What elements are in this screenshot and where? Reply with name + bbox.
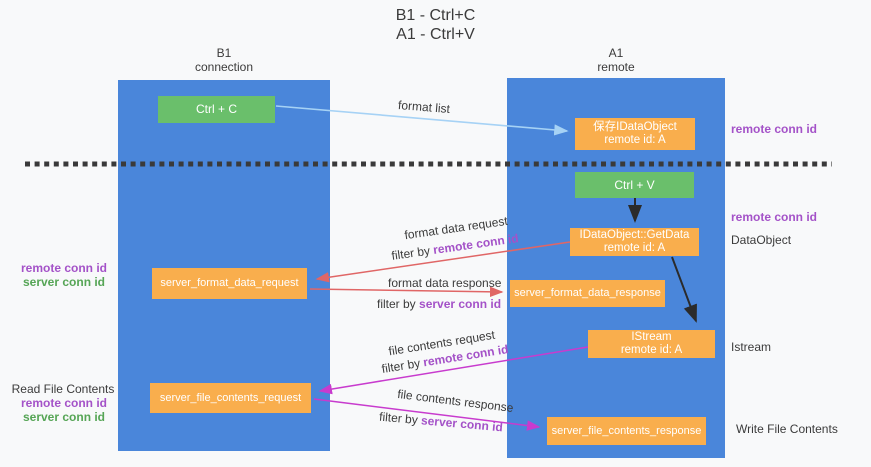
server-conn-id-text: server conn id: [419, 297, 502, 311]
node-ctrl-v: Ctrl + V: [575, 172, 694, 198]
side-label-remote-conn-id-top: remote conn id: [731, 122, 818, 136]
node-ctrl-c-label: Ctrl + C: [195, 102, 237, 116]
node-getdata-line1: IDataObject::GetData: [579, 229, 690, 241]
node-server-format-data-request: server_format_data_request: [152, 268, 307, 299]
side-label-remote-conn-id-mid: remote conn id: [731, 210, 818, 224]
title-line-2: A1 - Ctrl+V: [396, 26, 475, 43]
side-block-conn-ids-bottom: remote conn id server conn id: [10, 396, 118, 424]
label-format-data-response: format data response: [388, 276, 502, 290]
label-filter-by-server-conn-id-2: filter by server conn id: [379, 410, 504, 435]
side-block-conn-ids-top: remote conn id server conn id: [10, 261, 118, 289]
node-getdata-line2: remote id: A: [603, 242, 666, 254]
node-server-format-data-response: server_format_data_response: [510, 280, 665, 307]
node-format-request-label: server_format_data_request: [160, 277, 299, 289]
node-save-idataobject-line2: remote id: A: [604, 134, 666, 146]
side-label-server-conn-id-left-2: server conn id: [22, 409, 106, 424]
label-file-contents-response: file contents response: [396, 386, 515, 416]
node-format-response-label: server_format_data_response: [514, 287, 661, 299]
node-ctrl-c: Ctrl + C: [158, 96, 275, 123]
lane-b1-sub: connection: [194, 60, 254, 74]
title-line-1: B1 - Ctrl+C: [395, 7, 476, 24]
server-conn-id-text: server conn id: [420, 413, 504, 435]
filter-by-text: filter by: [390, 243, 435, 263]
lane-a1-name: A1: [608, 46, 624, 60]
side-label-server-conn-id-left-1: server conn id: [22, 274, 106, 289]
label-filter-by-server-conn-id-1: filter by server conn id: [377, 297, 501, 311]
node-istream-line2: remote id: A: [620, 344, 683, 356]
node-istream: IStream remote id: A: [588, 330, 715, 358]
node-server-file-contents-response: server_file_contents_response: [547, 417, 706, 445]
filter-by-text: filter by: [380, 355, 425, 376]
filter-by-text: filter by: [377, 297, 420, 311]
node-file-request-label: server_file_contents_request: [159, 391, 302, 404]
node-idataobject-getdata: IDataObject::GetData remote id: A: [570, 228, 699, 256]
label-format-list: format list: [397, 97, 451, 117]
node-file-response-label: server_file_contents_response: [551, 424, 702, 437]
side-label-write-file-contents: Write File Contents: [736, 422, 838, 436]
lane-header-b1: B1 connection: [118, 46, 330, 74]
lane-b1-name: B1: [216, 46, 232, 60]
side-label-istream: Istream: [731, 340, 772, 354]
side-label-remote-conn-id-left-2: remote conn id: [20, 396, 107, 410]
side-label-remote-conn-id-left-1: remote conn id: [20, 261, 107, 275]
node-server-file-contents-request: server_file_contents_request: [150, 383, 311, 413]
diagram-title: B1 - Ctrl+C A1 - Ctrl+V: [0, 6, 871, 44]
filter-by-text: filter by: [378, 409, 422, 428]
side-label-read-file-contents: Read File Contents: [11, 382, 115, 396]
lane-header-a1: A1 remote: [507, 46, 725, 74]
node-save-idataobject-line1: 保存IDataObject: [593, 121, 677, 133]
node-ctrl-v-label: Ctrl + V: [614, 177, 655, 192]
node-istream-line1: IStream: [631, 331, 672, 343]
side-label-dataobject: DataObject: [731, 233, 792, 247]
node-save-idataobject: 保存IDataObject remote id: A: [575, 118, 695, 150]
lane-a1-sub: remote: [597, 60, 635, 74]
